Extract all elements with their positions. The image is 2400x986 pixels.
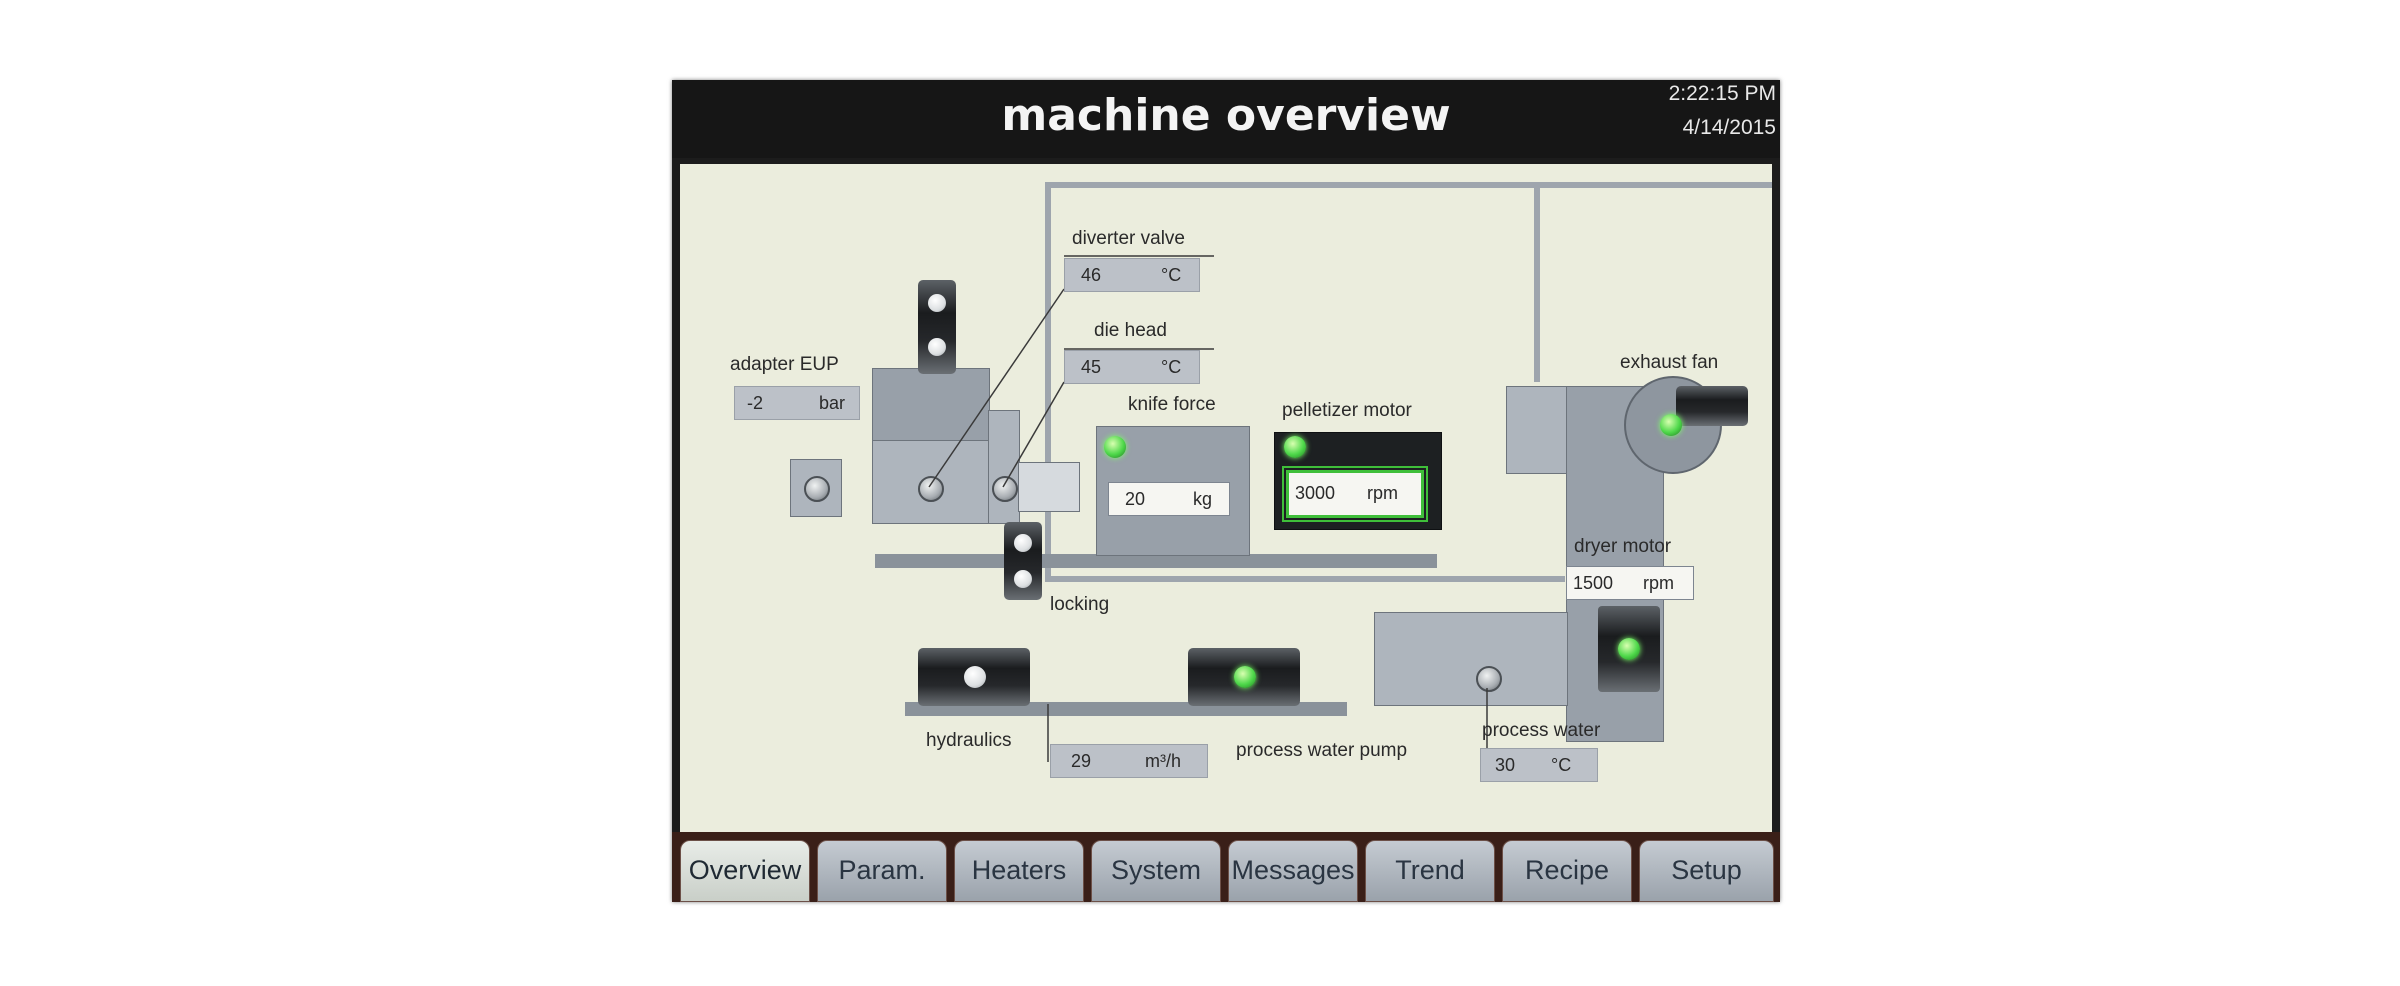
clock-time: 2:22:15 PM (1668, 82, 1776, 105)
knife-status-led (1104, 436, 1126, 458)
pelletizer-motor-value-box[interactable]: 3000 rpm (1286, 470, 1424, 518)
flow-unit: m³/h (1145, 751, 1181, 771)
process-water-pump-led (1234, 666, 1256, 688)
diverter-actuator-led-top (928, 294, 946, 312)
sensor-leader-lines (928, 255, 1214, 488)
flow-value: 29 (1071, 751, 1092, 771)
die-head-value: 45 (1081, 357, 1102, 377)
dryer-motor-label: dryer motor (1574, 536, 1672, 557)
flow-value-box[interactable]: 29 m³/h (1050, 744, 1208, 778)
tab-trend[interactable]: Trend (1365, 840, 1495, 902)
top-pipe-horizontal (1045, 182, 1772, 188)
knife-force-value: 20 (1125, 489, 1146, 509)
adapter-sensor-ball (804, 476, 830, 502)
knife-force-unit: kg (1193, 489, 1213, 509)
process-water-unit: °C (1551, 755, 1572, 775)
hmi-screen: machine overview 2:22:15 PM 4/14/2015 ad… (672, 80, 1780, 902)
die-head-label: die head (1094, 320, 1167, 341)
hydraulics-label: hydraulics (926, 730, 1012, 751)
tab-heaters[interactable]: Heaters (954, 840, 1084, 902)
dryer-motor-led (1618, 638, 1640, 660)
locking-led-bottom (1014, 570, 1032, 588)
adapter-eup-value-box[interactable]: -2 bar (734, 386, 860, 420)
hydraulics-led (964, 666, 986, 688)
tab-recipe[interactable]: Recipe (1502, 840, 1632, 902)
diverter-valve-value-box[interactable]: 46 °C (1064, 258, 1200, 292)
pelletizer-motor-label: pelletizer motor (1282, 400, 1412, 421)
knife-force-label: knife force (1128, 394, 1216, 415)
die-head-unit: °C (1161, 357, 1182, 377)
process-water-tank (1374, 612, 1568, 706)
locking-label: locking (1050, 594, 1110, 615)
clock-date: 4/14/2015 (1682, 116, 1776, 139)
tab-param[interactable]: Param. (817, 840, 947, 902)
water-return-pipe (1045, 576, 1565, 582)
process-water-value: 30 (1495, 755, 1516, 775)
diverter-actuator-led-bottom (928, 338, 946, 356)
process-water-label: process water (1482, 720, 1601, 741)
tab-overview[interactable]: Overview (680, 840, 810, 902)
dryer-motor-value: 1500 (1573, 573, 1614, 593)
process-water-value-box[interactable]: 30 °C (1480, 748, 1598, 782)
pelletizer-motor-value: 3000 (1295, 483, 1336, 503)
locking-led-top (1014, 534, 1032, 552)
tab-setup[interactable]: Setup (1639, 840, 1774, 902)
tab-system[interactable]: System (1091, 840, 1221, 902)
die-plate (1018, 462, 1080, 512)
title-bar: machine overview 2:22:15 PM 4/14/2015 (672, 80, 1780, 158)
adapter-eup-unit: bar (819, 393, 846, 413)
process-water-pump-label: process water pump (1236, 740, 1408, 761)
diverter-valve-sensor-ball (918, 476, 944, 502)
process-diagram: adapter EUP -2 bar locking diverter valv… (680, 164, 1772, 832)
diverter-valve-unit: °C (1161, 265, 1182, 285)
dryer-motor-value-box[interactable]: 1500 rpm (1566, 566, 1694, 600)
die-head-value-box[interactable]: 45 °C (1064, 350, 1200, 384)
page-title: machine overview (1001, 90, 1451, 141)
adapter-eup-label: adapter EUP (730, 354, 839, 375)
dryer-inlet-chute (1506, 386, 1568, 474)
exhaust-fan-led (1660, 414, 1682, 436)
pelletizer-motor-unit: rpm (1367, 483, 1398, 503)
diverter-valve-label: diverter valve (1072, 228, 1185, 249)
die-head-sensor-ball (992, 476, 1018, 502)
pelletizer-status-led (1284, 436, 1306, 458)
left-pipe-vertical (1045, 182, 1051, 582)
right-pipe-vertical (1534, 182, 1540, 382)
knife-force-value-box[interactable]: 20 kg (1108, 482, 1230, 516)
tab-bar: Overview Param. Heaters System Messages … (672, 832, 1780, 902)
diverter-valve-value: 46 (1081, 265, 1102, 285)
adapter-eup-value: -2 (747, 393, 764, 413)
exhaust-fan-label: exhaust fan (1620, 352, 1719, 373)
process-water-sensor-ball (1476, 666, 1502, 692)
dryer-motor-unit: rpm (1643, 573, 1674, 593)
tab-messages[interactable]: Messages (1228, 840, 1358, 902)
process-water-leader-line (1047, 688, 1580, 762)
exhaust-fan-duct (1676, 386, 1748, 426)
